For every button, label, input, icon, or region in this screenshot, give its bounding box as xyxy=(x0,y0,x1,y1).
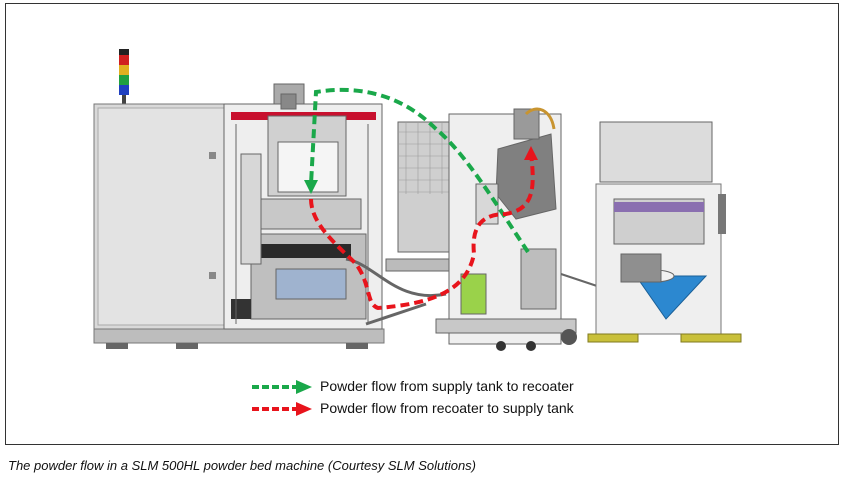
main-cabinet xyxy=(93,103,385,349)
red-arrow-icon xyxy=(252,402,312,416)
build-chamber-frame xyxy=(223,83,383,330)
legend-item-green: Powder flow from supply tank to recoater xyxy=(250,377,670,399)
signal-tower-icon xyxy=(119,49,129,105)
green-arrow-icon xyxy=(252,380,312,394)
hose-lines xyxy=(345,257,447,326)
red-flow-arrowhead xyxy=(524,146,538,160)
machine-diagram xyxy=(93,49,742,351)
figure-caption: The powder flow in a SLM 500HL powder be… xyxy=(8,458,476,473)
legend-label-red: Powder flow from recoater to supply tank xyxy=(320,400,574,416)
sieving-station xyxy=(435,107,607,351)
powder-station xyxy=(587,121,742,343)
green-flow-path xyxy=(309,87,530,254)
legend-item-red: Powder flow from recoater to supply tank xyxy=(250,399,670,421)
green-flow-arrowhead xyxy=(304,180,318,194)
legend-label-green: Powder flow from supply tank to recoater xyxy=(320,378,574,394)
red-flow-path xyxy=(309,153,535,311)
figure-frame: Powder flow from supply tank to recoater… xyxy=(5,3,839,445)
legend: Powder flow from supply tank to recoater… xyxy=(250,377,670,421)
filter-unit xyxy=(385,121,457,272)
